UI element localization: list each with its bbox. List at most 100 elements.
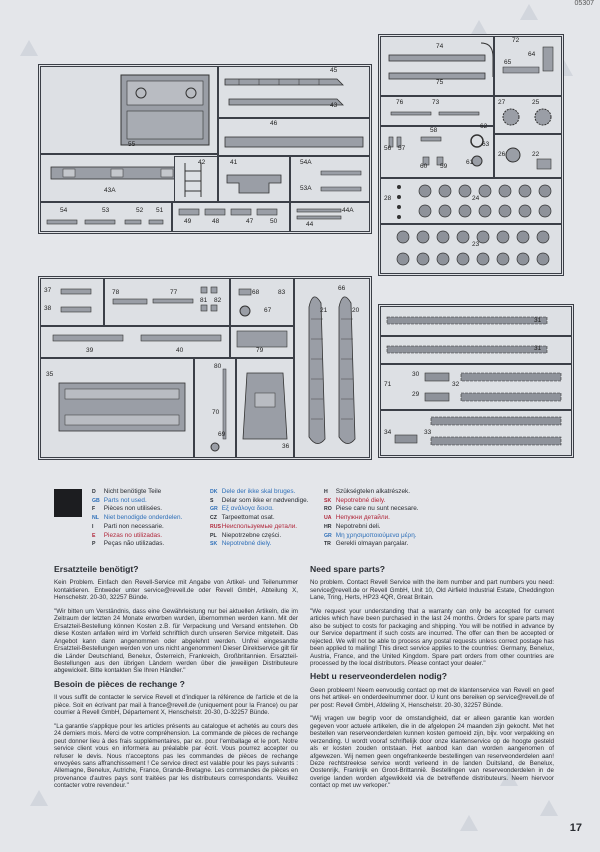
- legend-column-2: DK Dele der ikke skal bruges. S Delar so…: [210, 488, 308, 549]
- part-label: 67: [264, 307, 272, 314]
- section-text-nl-2: "Wij vragen uw begrip voor de omstandigh…: [310, 715, 554, 790]
- road-wheels-row-drawing: [396, 230, 550, 266]
- legend-text: Parts not used.: [103, 496, 147, 504]
- track-segments-drawing: [424, 372, 562, 402]
- legend-entry: UA Непужни детайли.: [324, 514, 419, 523]
- wheel-hub-drawing: [505, 147, 552, 170]
- sprue-c-cell-37-38: [40, 278, 104, 326]
- hull-bottom-drawing: [120, 74, 210, 146]
- antenna-drawing: [296, 208, 342, 220]
- legend-entry: NL Niet benodigde onderdelen.: [92, 514, 182, 523]
- bars-drawing: [52, 334, 222, 342]
- sprue-d-cell-31a: [380, 306, 572, 336]
- section-title-en: Need spare parts?: [310, 564, 385, 574]
- lang-code: SK: [324, 497, 332, 504]
- sprue-b-cell-28-24: [380, 178, 562, 224]
- lang-code: E: [92, 532, 96, 539]
- part-label: 83: [278, 289, 286, 296]
- upper-hull-drawing: [58, 382, 186, 432]
- legend-entry: PL Niepotrzebne części.: [210, 532, 308, 541]
- lever-drawing: [320, 170, 362, 192]
- legend-text: Tarpeettomat osat.: [221, 514, 275, 522]
- lang-code: GR: [210, 506, 218, 513]
- part-label: 65: [504, 59, 512, 66]
- legend-text: Delar som ikke er nødvendige.: [221, 496, 309, 504]
- part-label: 59: [440, 163, 448, 170]
- sprue-d-cell-31b: [380, 336, 572, 364]
- part-label: 74: [436, 43, 444, 50]
- lang-code: PL: [210, 532, 217, 539]
- part-label: 72: [512, 37, 520, 44]
- lang-code: D: [92, 489, 96, 495]
- sprue-a-cell-41: [218, 156, 290, 202]
- part-label: 52: [136, 207, 144, 214]
- rod-parts-drawing: [390, 111, 480, 116]
- section-text-de-2: "Wir bitten um Verständnis, dass eine Ge…: [54, 607, 298, 675]
- part-label: 21: [320, 307, 328, 314]
- part-label: 41: [230, 159, 238, 166]
- part-label: 39: [86, 347, 94, 354]
- bg-triangle: [20, 40, 38, 56]
- lang-code: RUS: [210, 523, 221, 530]
- lang-code: S: [210, 497, 214, 504]
- legend-text: Неиспользуемые детали.: [221, 522, 298, 530]
- lang-code: GB: [92, 497, 100, 504]
- fender-drawing: [224, 136, 364, 148]
- legend-entry: S Delar som ikke er nødvendige.: [210, 497, 308, 506]
- bg-triangle: [30, 790, 48, 806]
- track-link-drawing: [308, 296, 356, 444]
- unused-parts-marker: [54, 489, 82, 517]
- legend-text: Μη χρησιμοποιούμενα μέρη.: [335, 531, 417, 539]
- legend-entry: GB Parts not used.: [92, 497, 182, 506]
- legend-text: Pièces non utilisées.: [103, 505, 163, 513]
- cap-drawing: [238, 288, 252, 317]
- legend-text: Εξ ανάλογα δεισα.: [221, 505, 274, 513]
- part-label: 26: [498, 151, 506, 158]
- legend-entry: HR Nepotrebni deli.: [324, 523, 419, 532]
- track-rail-drawing: [224, 78, 344, 106]
- lang-code: P: [92, 541, 96, 548]
- part-label: 80: [214, 363, 222, 370]
- sprue-c-cell-35: [40, 358, 194, 458]
- part-label: 23: [472, 241, 480, 248]
- legend-text: Niet benodigde onderdelen.: [103, 514, 183, 522]
- sprue-d-cell-71-32: [380, 364, 572, 410]
- part-label: 25: [532, 99, 540, 106]
- section-title-fr: Besoin de pièces de rechange ?: [54, 678, 185, 689]
- part-label: 40: [176, 347, 184, 354]
- part-label: 78: [112, 289, 120, 296]
- sprue-a-cell-54-51: [40, 202, 172, 232]
- part-label: 81: [200, 297, 208, 304]
- sprue-b-cell-27-25: [494, 96, 562, 134]
- legend-text: Piezas no utilizadas.: [103, 531, 163, 539]
- legend-text: Piese care nu sunt necesare.: [335, 505, 419, 513]
- section-text-nl-1: Geen probleem! Neem eenvoudig contact op…: [310, 686, 554, 709]
- sprue-a-cell-55: [40, 66, 218, 154]
- legend-text: Peças não utilizadas.: [103, 540, 165, 548]
- part-label: 42: [198, 159, 206, 166]
- legend-text: Nepotrebni deli.: [335, 522, 381, 530]
- legend-entry: SK Nepotrebné diely.: [324, 497, 419, 506]
- section-text-de-1: Kein Problem. Einfach den Revell-Service…: [54, 579, 298, 602]
- part-label: 28: [384, 195, 392, 202]
- legend-text: Nicht benötigte Teile: [103, 488, 162, 495]
- part-label: 48: [212, 218, 220, 225]
- mount-drawing: [502, 46, 554, 74]
- track-run-drawing: [386, 316, 548, 325]
- ladder-part-drawing: [184, 163, 202, 197]
- tool-parts-drawing: [112, 286, 218, 312]
- sprue-a-cell-49-50: [172, 202, 290, 232]
- part-label: 44: [306, 221, 314, 228]
- part-label: 31: [534, 345, 542, 352]
- unused-parts-legend: D Nicht benötigte Teile GB Parts not use…: [92, 488, 552, 548]
- lang-code: H: [324, 489, 328, 495]
- sprue-d-cell-34-33: [380, 410, 572, 456]
- legend-entry: CZ Tarpeettomat osat.: [210, 514, 308, 523]
- part-label: 50: [270, 218, 278, 225]
- bg-triangle: [540, 800, 558, 816]
- link-parts-drawing: [178, 208, 278, 216]
- part-label: 69: [218, 431, 226, 438]
- sprocket-drawing: [502, 108, 552, 126]
- part-label: 62: [480, 123, 488, 130]
